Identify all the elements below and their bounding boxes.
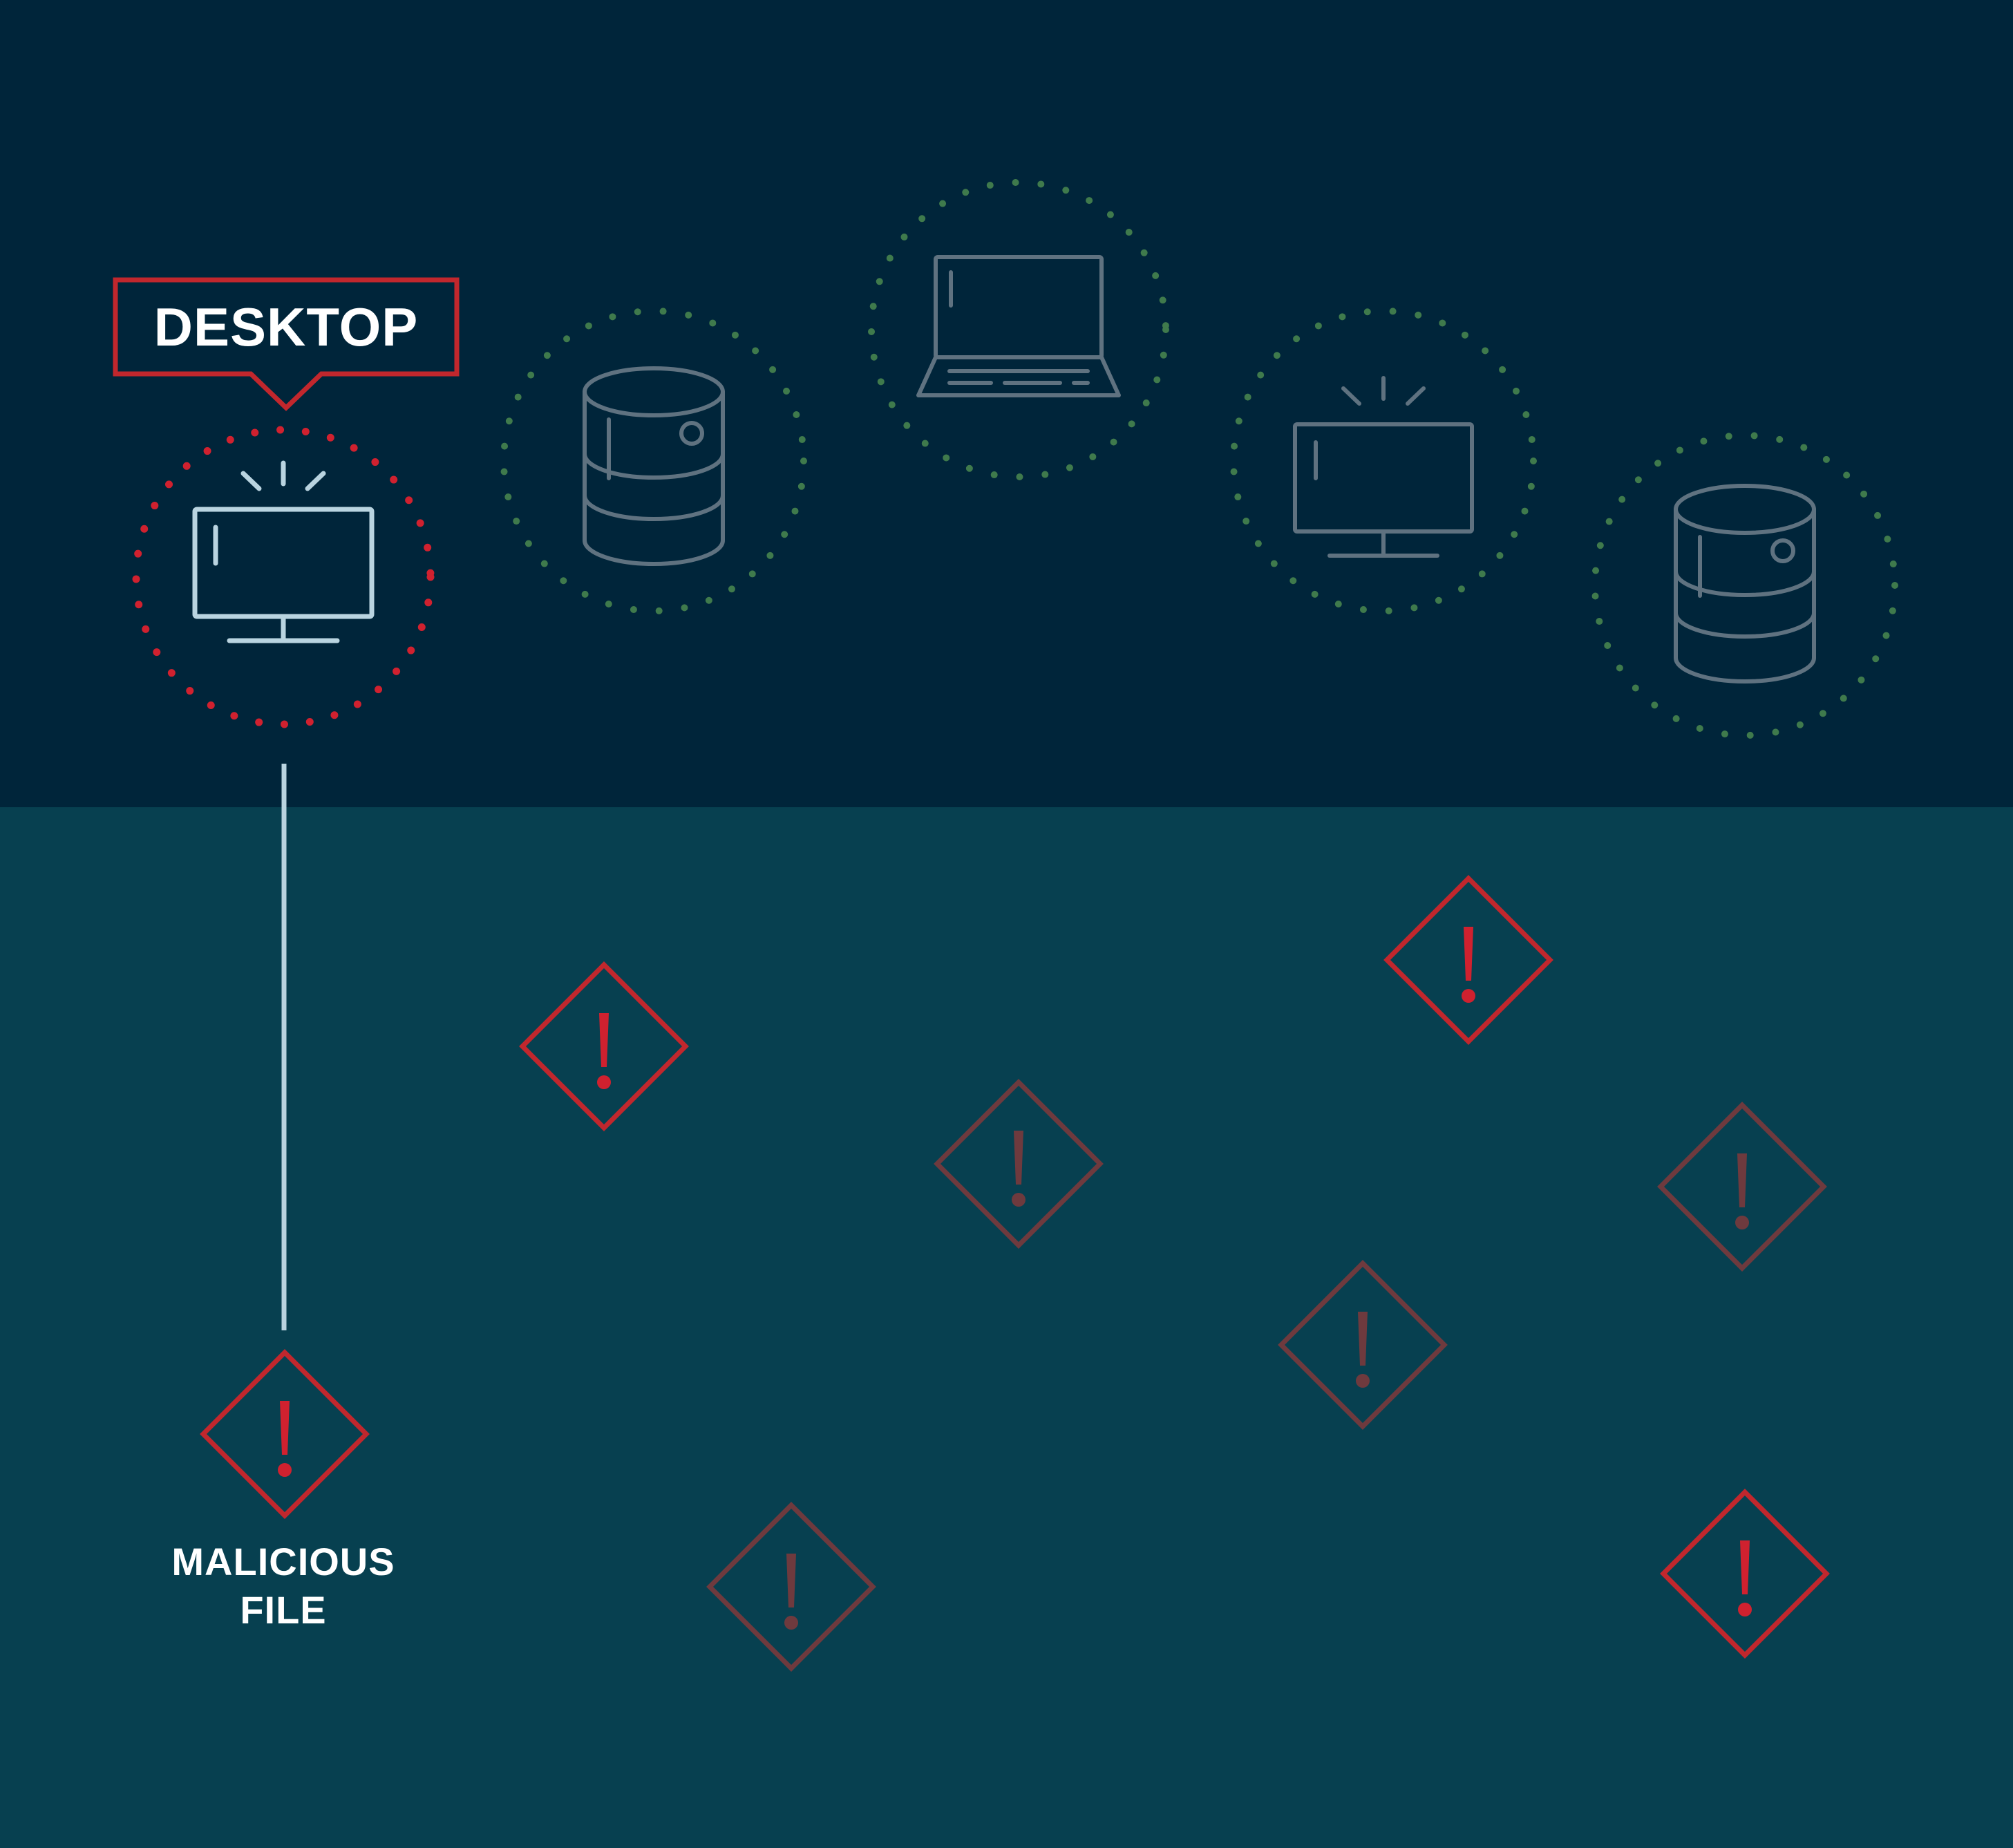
file-label-line-2: FILE xyxy=(240,1588,327,1632)
malicious-file-label: MALICIOUS FILE xyxy=(124,1538,442,1634)
desktop-node-selected[interactable] xyxy=(132,426,435,728)
desktop-label-callout xyxy=(113,277,460,411)
node-ring xyxy=(1591,432,1898,739)
selected-node-label: DESKTOP xyxy=(153,296,419,357)
threat-layer-background xyxy=(0,807,2013,1848)
node-ring xyxy=(868,179,1169,480)
node-ring xyxy=(1230,308,1537,614)
database-node[interactable] xyxy=(1591,432,1898,739)
file-label-line-1: MALICIOUS xyxy=(171,1540,395,1583)
database-node[interactable] xyxy=(500,308,807,614)
laptop-node[interactable] xyxy=(868,179,1169,480)
desktop-node[interactable] xyxy=(1230,308,1537,614)
node-ring xyxy=(500,308,807,614)
network-layer-background xyxy=(0,0,2013,807)
selection-ring xyxy=(132,426,435,728)
